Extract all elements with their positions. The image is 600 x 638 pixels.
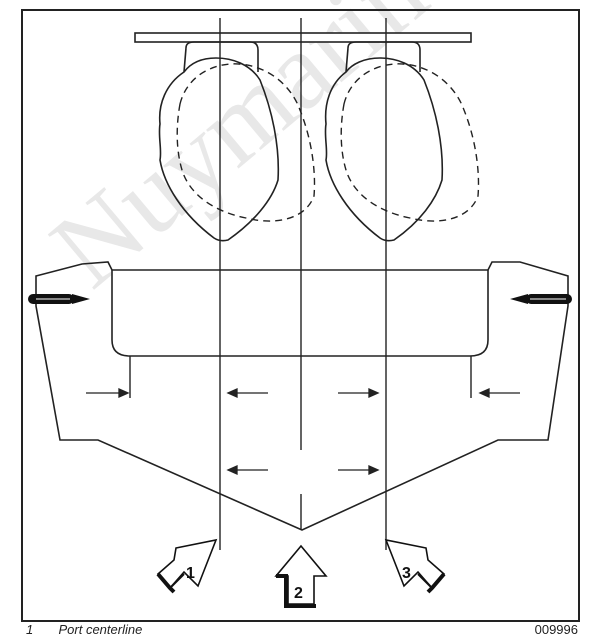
callout-2: 2 <box>274 544 328 608</box>
transom-bar <box>134 32 472 43</box>
starboard-cleat <box>510 294 572 304</box>
measurement-arrows <box>86 387 520 476</box>
port-engine <box>158 41 280 242</box>
port-engine-turned-outline <box>176 63 316 222</box>
starboard-engine <box>324 41 444 242</box>
port-cleat <box>28 294 90 304</box>
legend-item-1: 1 Port centerline <box>26 622 142 637</box>
callout-3-label: 3 <box>402 565 411 582</box>
callout-3: 3 <box>384 538 446 594</box>
callout-1-label: 1 <box>186 565 195 582</box>
figure-code: 009996 <box>534 622 578 637</box>
diagram-frame <box>21 9 580 622</box>
starboard-engine-turned-outline <box>340 63 480 222</box>
callout-2-label: 2 <box>294 585 303 602</box>
legend-item-number: 1 <box>26 622 34 637</box>
boat-hull <box>35 261 569 531</box>
legend-item-label: Port centerline <box>58 622 143 637</box>
callout-1: 1 <box>156 538 218 594</box>
